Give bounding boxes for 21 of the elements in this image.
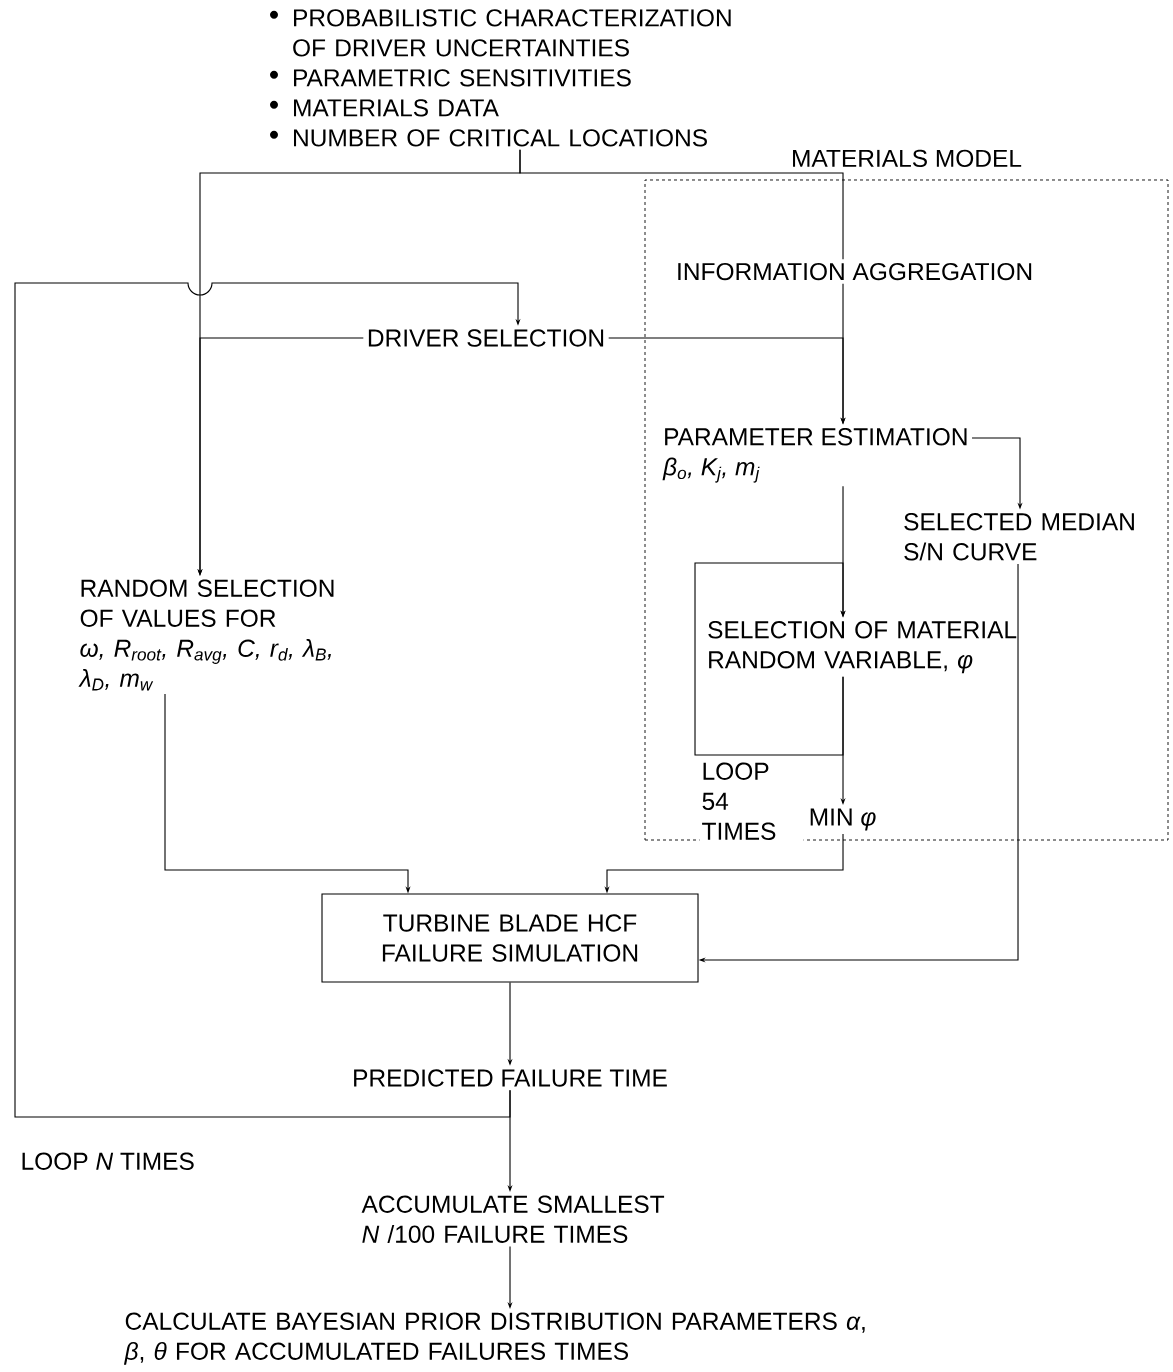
bullet-list: PROBABILISTIC CHARACTERIZATION OF DRIVER UNCERTAINTIES PARAMETRIC SENSITIVITIES MATERIALS DATA NUMBER OF CRITICAL LOCATIONS [270, 9, 731, 147]
step-label: ACCUMULATE SMALLEST N /100 FAILURE TIMES [361, 1195, 665, 1243]
step-label: DRIVER SELECTION [368, 329, 604, 347]
step-label: MIN φ [810, 808, 876, 831]
node-label: MATERIALS DATA [294, 99, 499, 117]
step-label: CALCULATE BAYESIAN PRIOR DISTRIBUTION PARAMETERS α, β, θ FOR ACCUMULATED FAILURES TIMES [123, 1312, 865, 1365]
node-label: NUMBER OF CRITICAL LOCATIONS [294, 129, 707, 147]
step-label: SELECTION OF MATERIAL RANDOM VARIABLE, φ [708, 621, 1017, 674]
edge-label: LOOP 54 TIMES [699, 760, 804, 842]
arrow [694, 562, 846, 756]
step-label: SELECTED MEDIAN S/N CURVE [904, 513, 1134, 561]
node-label: PARAMETRIC SENSITIVITIES [294, 69, 631, 87]
step-label: PARAMETER ESTIMATION β$_{o}$, K$_{j}$, m$_{j}$ [662, 428, 967, 483]
process-box: TURBINE BLADE HCF FAILURE SIMULATION [321, 893, 699, 983]
node-label: PROBABILISTIC CHARACTERIZATION OF DRIVER UNCERTAINTIES [293, 9, 731, 57]
step-label: PREDICTED FAILURE TIME [354, 1069, 667, 1087]
step-label: RANDOM SELECTION OF VALUES FOR ω, R$_{root}$, R$_{avg}$, C, r$_{d}$, λ$_{B}$, λ$_{D}$, m$_{w}$ [78, 579, 334, 691]
edge-label: LOOP N TIMES [18, 1150, 197, 1172]
arrow [14, 282, 521, 1118]
node-label: MATERIALS MODEL [793, 149, 1022, 167]
step-label: INFORMATION AGGREGATION [678, 262, 1032, 281]
